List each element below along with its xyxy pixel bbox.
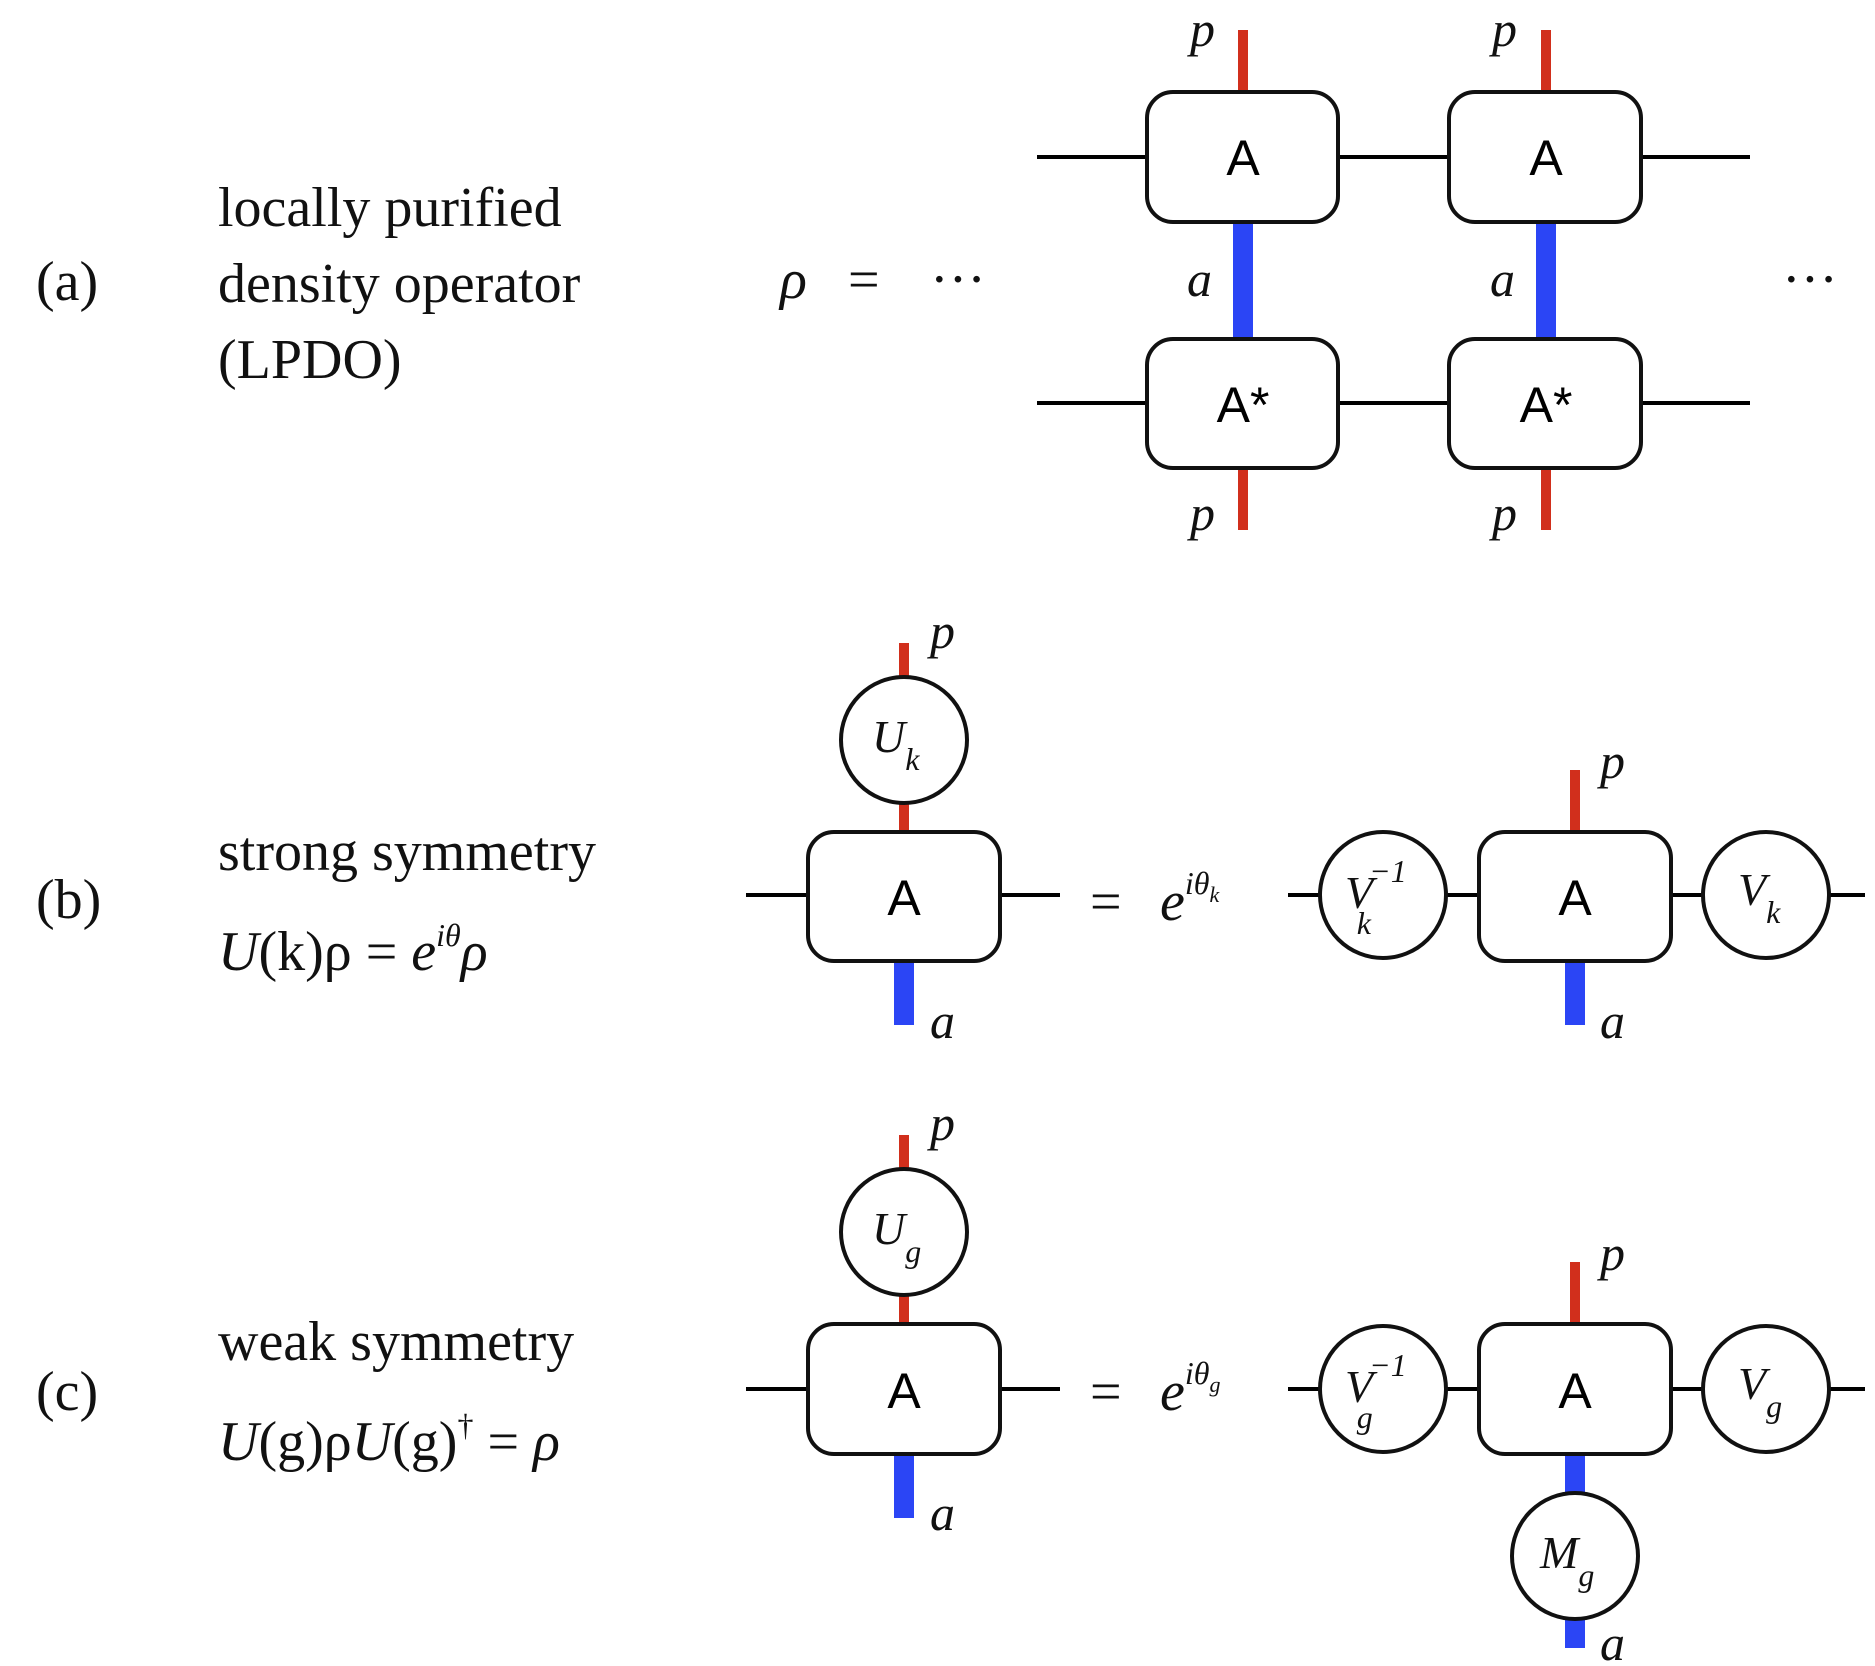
operator-Vk-label: Vk <box>1738 864 1781 930</box>
equals-sign: = <box>848 249 880 311</box>
operator-Vg <box>1701 1324 1831 1454</box>
lhs-leg-label-p: p <box>927 1095 955 1151</box>
leg-label-p-bottom-1: p <box>1187 485 1215 541</box>
panel-a-desc-line3: (LPDO) <box>218 329 402 391</box>
operator-Ug-label: Ug <box>872 1203 921 1269</box>
operator-Uk <box>839 675 969 805</box>
rhs-tensor-A <box>1477 1322 1673 1456</box>
rhs-equals-sign: = <box>1090 871 1122 933</box>
lhs-tensor-A <box>806 830 1002 963</box>
operator-Uk-label: Uk <box>872 711 920 777</box>
rhs-leg-label-p: p <box>1597 733 1625 789</box>
lhs-tensor-A-label: A <box>887 870 921 926</box>
tensor-Astar-1-label: A* <box>1217 377 1270 433</box>
rhs-tensor-A <box>1477 830 1673 963</box>
operator-Mg <box>1510 1491 1640 1621</box>
rhs-tensor-A-label: A <box>1558 870 1592 926</box>
panel-c-label: (c) <box>36 1361 98 1423</box>
panel-b-formula: U(k)ρ=eiθρ <box>218 917 488 983</box>
leg-label-p-top-2: p <box>1489 1 1517 57</box>
lhs-leg-label-p: p <box>927 603 955 659</box>
tensor-A-1-label: A <box>1226 130 1260 186</box>
operator-Vk <box>1701 830 1831 960</box>
lhs-leg-label-a: a <box>930 993 955 1049</box>
leg-label-a-1: a <box>1187 251 1212 307</box>
tensor-Astar-1 <box>1145 337 1340 470</box>
leg-label-p-bottom-2: p <box>1489 485 1517 541</box>
tensor-A-2 <box>1447 90 1643 224</box>
panel-a-desc-line2: density operator <box>218 253 581 315</box>
operator-Ug <box>839 1167 969 1297</box>
rho-symbol: ρ <box>778 249 807 311</box>
tensor-A-2-label: A <box>1529 130 1563 186</box>
operator-Vg-inverse <box>1318 1324 1448 1454</box>
operator-Vk-inverse <box>1318 830 1448 960</box>
rhs-leg-label-p: p <box>1597 1225 1625 1281</box>
lhs-tensor-A <box>806 1322 1002 1456</box>
rhs-equals-sign: = <box>1090 1361 1122 1423</box>
leg-label-a-2: a <box>1490 251 1515 307</box>
ellipsis-left: ··· <box>930 249 986 311</box>
panel-b: (b) strong symmetry U(k)ρ=eiθρ Uk A p a … <box>36 603 1865 1049</box>
panel-c-formula: U(g)ρU(g)†=ρ <box>218 1407 560 1473</box>
leg-label-p-top-1: p <box>1187 1 1215 57</box>
tensor-A-1 <box>1145 90 1340 224</box>
rhs-phase-factor: eiθk <box>1160 865 1220 933</box>
lhs-leg-label-a: a <box>930 1485 955 1541</box>
rhs-leg-label-a: a <box>1600 1615 1625 1666</box>
panel-b-desc: strong symmetry <box>218 821 596 883</box>
panel-c: (c) weak symmetry U(g)ρU(g)†=ρ Ug A p a … <box>36 1095 1865 1666</box>
rhs-phase-factor: eiθg <box>1160 1355 1220 1423</box>
operator-Mg-label: Mg <box>1539 1527 1594 1593</box>
rhs-leg-label-a: a <box>1600 993 1625 1049</box>
ellipsis-right: ··· <box>1782 249 1838 311</box>
rhs-tensor-A-label: A <box>1558 1363 1592 1419</box>
lhs-tensor-A-label: A <box>887 1363 921 1419</box>
panel-a: (a) locally purified density operator (L… <box>36 1 1838 541</box>
operator-Vg-label: Vg <box>1738 1358 1782 1424</box>
panel-a-label: (a) <box>36 251 98 313</box>
tensor-Astar-2-label: A* <box>1520 377 1573 433</box>
panel-b-label: (b) <box>36 869 101 931</box>
tensor-Astar-2 <box>1447 337 1643 470</box>
panel-c-desc: weak symmetry <box>218 1311 574 1373</box>
panel-a-desc-line1: locally purified <box>218 177 562 239</box>
